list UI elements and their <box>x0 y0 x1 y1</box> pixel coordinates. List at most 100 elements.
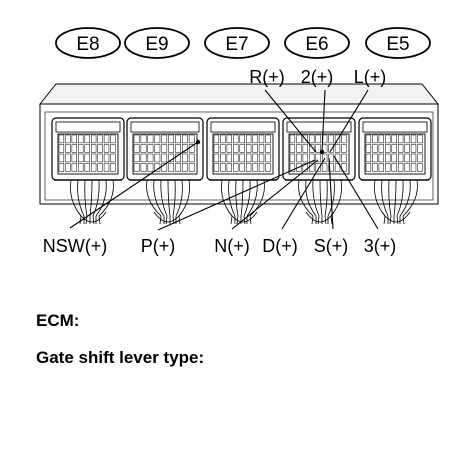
connector-block-e7 <box>206 117 280 181</box>
connector-pin-cell <box>220 153 226 163</box>
connector-pin-cell <box>133 144 140 153</box>
connector-pin-cell <box>341 153 347 163</box>
connector-pin-cell <box>289 163 296 172</box>
connector-pin-cell <box>391 134 397 144</box>
connector-pin-cell <box>97 134 103 144</box>
wire-strand <box>243 179 251 225</box>
connector-pin-cell <box>140 153 147 163</box>
wire-strand <box>240 179 244 224</box>
connector-latch <box>130 121 200 133</box>
connector-pin-cell <box>404 144 410 153</box>
connector-pin-cell <box>233 163 239 172</box>
connector-pin-cell <box>334 153 341 163</box>
wire-strand <box>172 179 176 225</box>
pin-labels: R(+)2(+)L(+)NSW(+)P(+)N(+)D(+)S(+)3(+) <box>43 67 397 256</box>
connector-pin-cell <box>84 153 90 163</box>
wire-strand <box>324 179 328 225</box>
connector-pin-cell <box>296 134 302 144</box>
gate-shift-lever-caption: Gate shift lever type: <box>36 348 205 367</box>
connector-latch <box>210 121 276 133</box>
connector-pin-cell <box>58 134 65 144</box>
connector-pin-cell <box>90 163 97 172</box>
connector-pin-cell <box>302 153 308 163</box>
connector-pin-cell <box>397 153 404 163</box>
connector-pin-cell <box>154 134 161 144</box>
pin-label-3: 3(+) <box>364 236 397 256</box>
connector-callout-label: E9 <box>145 34 168 55</box>
pin-leader-lines <box>69 89 379 231</box>
connector-pin-cell <box>161 153 168 163</box>
wire-strand <box>235 179 239 225</box>
connector-pin-cell <box>90 134 97 144</box>
wire-bundle <box>70 179 114 225</box>
connector-pin-cell <box>302 144 308 153</box>
connector-latch <box>286 121 352 133</box>
connector-pin-cell <box>365 153 372 163</box>
wire-bundle <box>146 179 190 225</box>
connector-pin-cell <box>365 144 372 153</box>
connector-pin-cell <box>103 163 110 172</box>
connector-pin-cell <box>252 153 258 163</box>
connector-pin-cell <box>110 153 116 163</box>
connector-pin-cell <box>315 134 321 144</box>
connector-pin-cell <box>309 134 315 144</box>
connector-callout-ellipse <box>204 27 270 59</box>
wire-bundle <box>374 179 418 225</box>
connector-pin-cell <box>65 144 71 153</box>
connector-pin-cell <box>397 144 404 153</box>
connector-pin-cell <box>181 134 188 144</box>
pin-label-l: L(+) <box>354 67 387 87</box>
connector-pin-cell <box>258 134 265 144</box>
connector-pin-cell <box>391 144 397 153</box>
ecm-connector-bay <box>44 111 434 201</box>
connector-callout-e8: E8 <box>55 27 121 59</box>
connector-pin-cell <box>188 134 195 144</box>
wire-tie <box>153 211 183 223</box>
connector-pin-cell <box>110 144 116 153</box>
connector-pin-cell <box>233 153 239 163</box>
wire-strand <box>153 179 165 224</box>
connector-pin-cell <box>252 144 258 153</box>
pin-leader-line <box>69 141 199 229</box>
connector-pin-cell <box>289 153 296 163</box>
connector-pin-cell <box>372 134 378 144</box>
connector-pin-cell <box>58 153 65 163</box>
connector-pin-cell <box>161 144 168 153</box>
pin-label-n: N(+) <box>214 236 250 256</box>
connector-pin-cell <box>181 153 188 163</box>
connector-pin-cell <box>245 153 252 163</box>
connector-pin-cell <box>233 134 239 144</box>
connector-pin-cell <box>397 163 404 172</box>
connector-callout-label: E5 <box>386 34 409 55</box>
wire-strand <box>228 179 236 224</box>
wire-strand <box>402 179 418 225</box>
connector-pin-cell <box>372 163 378 172</box>
connector-pin-cell <box>97 153 103 163</box>
connector-pin-cell <box>161 134 168 144</box>
connector-pin-cell <box>226 163 232 172</box>
pin-leader-line <box>333 155 379 230</box>
connector-pin-cell <box>175 163 181 172</box>
connector-pin-cell <box>410 153 417 163</box>
wire-strand <box>160 179 168 225</box>
wire-tie <box>381 211 411 223</box>
pin-target-dot <box>319 149 325 155</box>
connector-callout-label: E6 <box>305 34 328 55</box>
connector-callout-ellipse <box>124 27 190 59</box>
connector-latch <box>55 121 121 133</box>
connector-pin-cell <box>245 163 252 172</box>
connector-pin-cell <box>341 144 347 153</box>
pin-leader-line <box>321 89 326 153</box>
wire-tie <box>77 211 107 223</box>
connector-pin-cell <box>302 163 308 172</box>
connector-pin-cell <box>265 163 271 172</box>
connector-pin-cell <box>147 153 154 163</box>
wire-bundle <box>298 179 342 225</box>
connector-pin-cell <box>321 163 328 172</box>
connector-callout-ellipse <box>284 27 350 59</box>
wire-strand <box>388 179 392 225</box>
connector-pin-cell <box>188 153 195 163</box>
connector-pin-cell <box>78 163 84 172</box>
connector-pin-cell <box>78 153 84 163</box>
connector-pin-cell <box>84 134 90 144</box>
